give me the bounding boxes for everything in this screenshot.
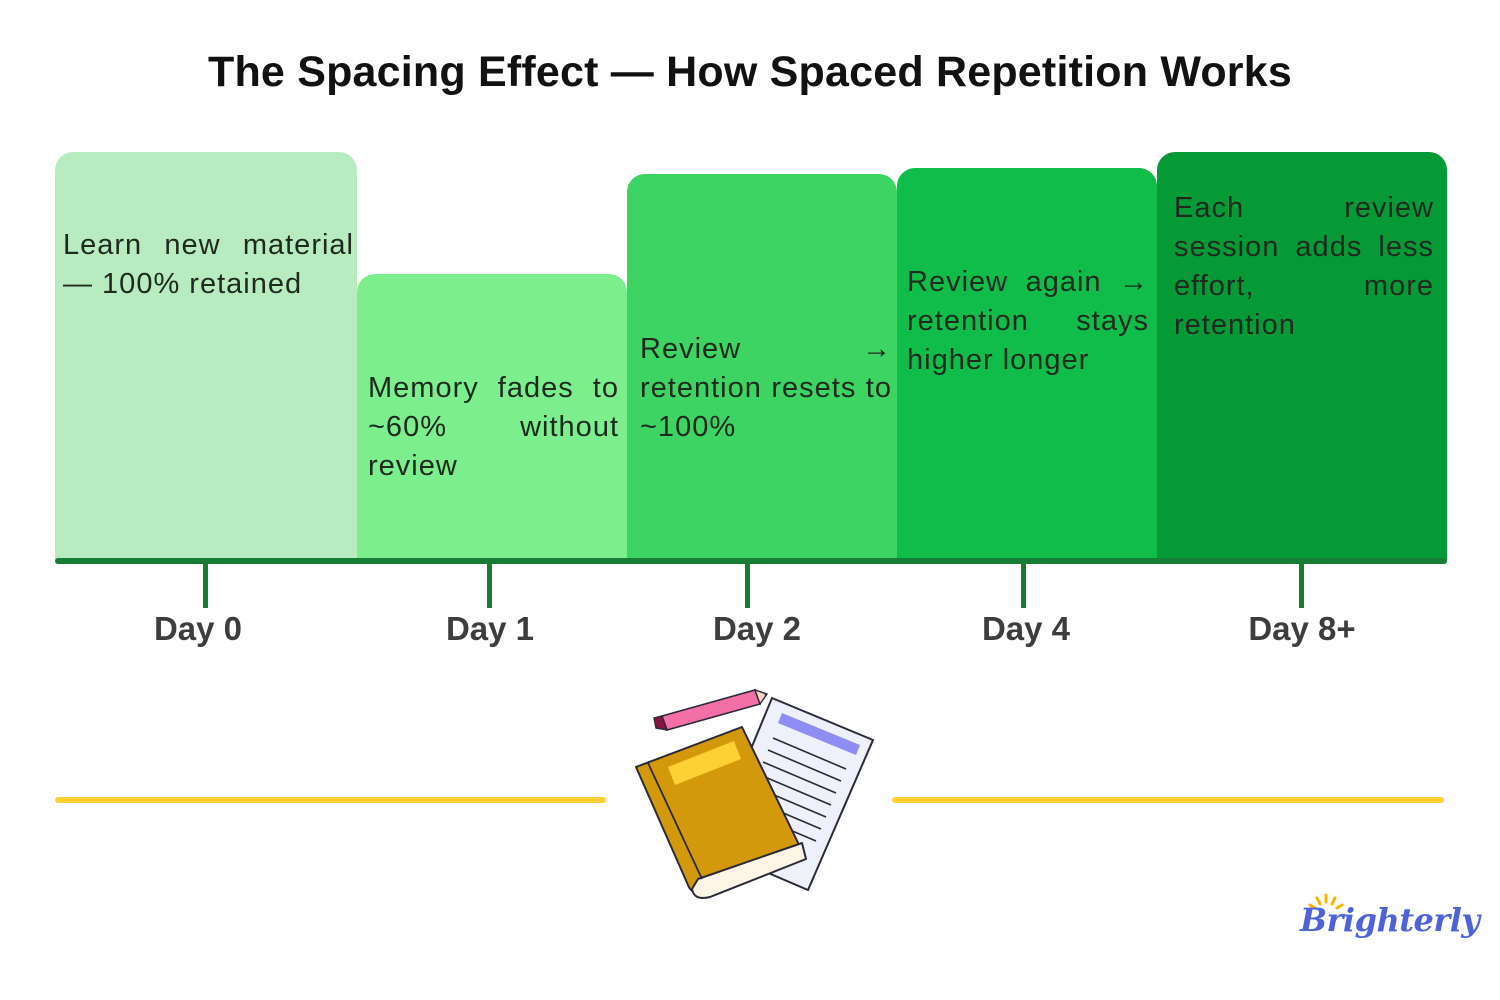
tick-day-8: [1299, 562, 1304, 608]
stage-column-day-0: [55, 152, 357, 560]
book-icon: [635, 726, 807, 899]
stage-column-day-4: [897, 168, 1157, 560]
tick-day-2: [745, 562, 750, 608]
sun-icon: [1308, 893, 1344, 910]
stage-text-day-2: Review → retention resets to ~100%: [640, 333, 892, 443]
tick-day-1: [487, 562, 492, 608]
brand-name: Brighterly: [1300, 901, 1480, 939]
stage-column-day-8: [1157, 152, 1447, 560]
page-title: The Spacing Effect — How Spaced Repetiti…: [208, 48, 1292, 96]
stage-column-day-1: [357, 274, 627, 560]
stage-text-day-0: Learn new material — 100% retained: [63, 229, 354, 300]
stage-column-day-2: [627, 174, 897, 560]
stage-text-day-1: Memory fades to ~60% without review: [368, 372, 619, 482]
day-label-8: Day 8+: [1248, 610, 1356, 647]
day-label-1: Day 1: [445, 610, 535, 647]
brand-logo: Brighterly: [1290, 893, 1480, 953]
stage-text-day-4: Review again → retention stays higher lo…: [907, 266, 1149, 376]
timeline-axis: [55, 558, 1447, 564]
tick-day-0: [203, 562, 208, 608]
day-label-0: Day 0: [153, 610, 243, 647]
day-label-2: Day 2: [712, 610, 802, 647]
divider-line-right: [892, 797, 1444, 803]
divider-line-left: [55, 797, 606, 803]
study-illustration: [630, 683, 880, 908]
tick-day-4: [1021, 562, 1026, 608]
day-label-4: Day 4: [981, 610, 1071, 647]
stage-text-day-8: Each review session adds less effort, mo…: [1174, 192, 1434, 341]
pencil-icon: [653, 688, 769, 731]
